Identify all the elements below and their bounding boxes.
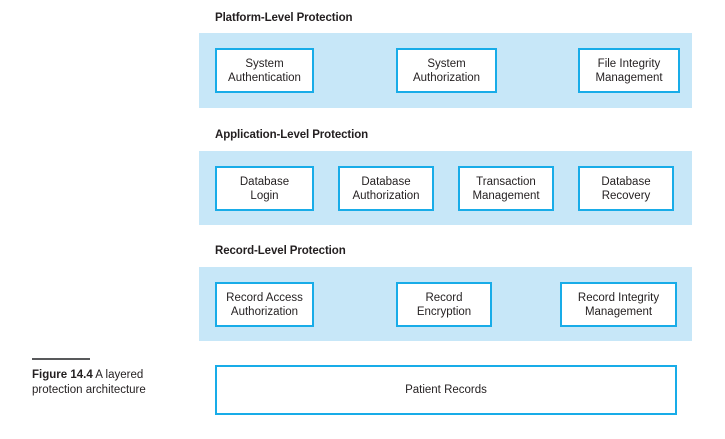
node-line-1: System xyxy=(427,57,466,70)
node-line-1: Record Access xyxy=(226,291,303,304)
node-system-authentication[interactable]: System Authentication xyxy=(215,48,317,96)
node-record-access-authorization[interactable]: Record Access Authorization xyxy=(215,282,317,330)
layer-heading-record-level: Record-Level Protection xyxy=(215,245,346,257)
node-line-1: Database xyxy=(601,175,651,188)
node-line-2: Management xyxy=(595,71,663,84)
node-database-recovery[interactable]: Database Recovery xyxy=(578,166,677,214)
node-line-1: System xyxy=(245,57,284,70)
layered-protection-diagram: Platform-Level Protection System Authent… xyxy=(199,0,692,439)
node-line-2: Authorization xyxy=(352,189,420,202)
node-line-1: File Integrity xyxy=(597,57,661,70)
layer-heading-application-level: Application-Level Protection xyxy=(215,129,369,141)
node-line-2: Login xyxy=(250,189,279,202)
node-patient-records-label: Patient Records xyxy=(405,384,487,396)
node-database-authorization[interactable]: Database Authorization xyxy=(338,166,437,214)
node-line-2: Encryption xyxy=(416,305,472,318)
node-database-login[interactable]: Database Login xyxy=(215,166,317,214)
node-line-2: Management xyxy=(472,189,540,202)
node-transaction-management[interactable]: Transaction Management xyxy=(458,166,557,214)
caption-divider xyxy=(32,358,90,360)
node-line-1: Database xyxy=(361,175,411,188)
layer-heading-platform-level: Platform-Level Protection xyxy=(215,12,353,24)
figure-caption: Figure 14.4 A layered protection archite… xyxy=(32,358,184,397)
caption-text: Figure 14.4 A layered protection archite… xyxy=(32,368,184,397)
node-line-2: Authorization xyxy=(230,305,299,318)
node-file-integrity-management[interactable]: File Integrity Management xyxy=(578,48,683,96)
figure-number: Figure 14.4 xyxy=(32,369,93,381)
node-line-2: Recovery xyxy=(601,189,651,202)
node-line-1: Record Integrity xyxy=(577,291,660,304)
node-line-2: Authorization xyxy=(412,71,481,84)
node-system-authorization[interactable]: System Authorization xyxy=(396,48,500,96)
node-line-2: Authentication xyxy=(228,71,301,84)
node-record-integrity-management[interactable]: Record Integrity Management xyxy=(560,282,680,330)
node-record-encryption[interactable]: Record Encryption xyxy=(396,282,495,330)
node-line-2: Management xyxy=(584,305,653,318)
node-line-1: Database xyxy=(239,175,290,188)
node-patient-records[interactable]: Patient Records xyxy=(215,365,680,418)
node-line-1: Record xyxy=(425,291,463,304)
node-line-1: Transaction xyxy=(476,175,536,188)
figure-title: A layered protection architecture xyxy=(32,369,146,396)
